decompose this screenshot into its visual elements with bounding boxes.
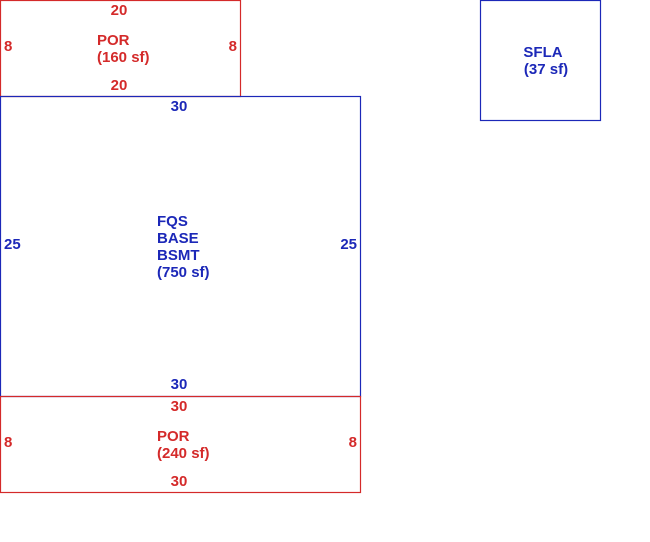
por-top-dim-top: 20 xyxy=(111,2,128,19)
base-label-line1: FQS xyxy=(157,213,188,230)
por-top-name: POR xyxy=(97,32,130,49)
sfla-area[interactable]: SFLA (37 sf) xyxy=(479,0,602,122)
por-bottom-dim-left: 8 xyxy=(4,434,12,451)
sfla-outline xyxy=(479,0,602,122)
sfla-area-value: (37 sf) xyxy=(524,61,568,78)
por-top-area-value: (160 sf) xyxy=(97,49,150,66)
sfla-name: SFLA xyxy=(523,44,562,61)
por-bottom-area[interactable]: 30 30 8 8 POR (240 sf) xyxy=(0,395,362,494)
base-dim-left: 25 xyxy=(4,236,21,253)
por-top-area[interactable]: 20 20 8 8 POR (160 sf) xyxy=(0,0,242,98)
por-top-dim-bottom: 20 xyxy=(111,77,128,94)
base-label-line2: BASE xyxy=(157,230,199,247)
base-dim-bottom: 30 xyxy=(171,376,188,393)
por-top-dim-right: 8 xyxy=(229,38,237,55)
por-top-dim-left: 8 xyxy=(4,38,12,55)
por-bottom-outline xyxy=(0,395,362,494)
base-area[interactable]: 30 30 25 25 FQS BASE BSMT (750 sf) xyxy=(0,95,362,398)
base-area-value: (750 sf) xyxy=(157,264,210,281)
por-bottom-dim-bottom: 30 xyxy=(171,473,188,490)
base-label-line3: BSMT xyxy=(157,247,200,264)
por-bottom-dim-right: 8 xyxy=(349,434,357,451)
base-dim-top: 30 xyxy=(171,98,188,115)
base-dim-right: 25 xyxy=(340,236,357,253)
por-bottom-dim-top: 30 xyxy=(171,398,188,415)
por-bottom-area-value: (240 sf) xyxy=(157,445,210,462)
por-bottom-name: POR xyxy=(157,428,190,445)
